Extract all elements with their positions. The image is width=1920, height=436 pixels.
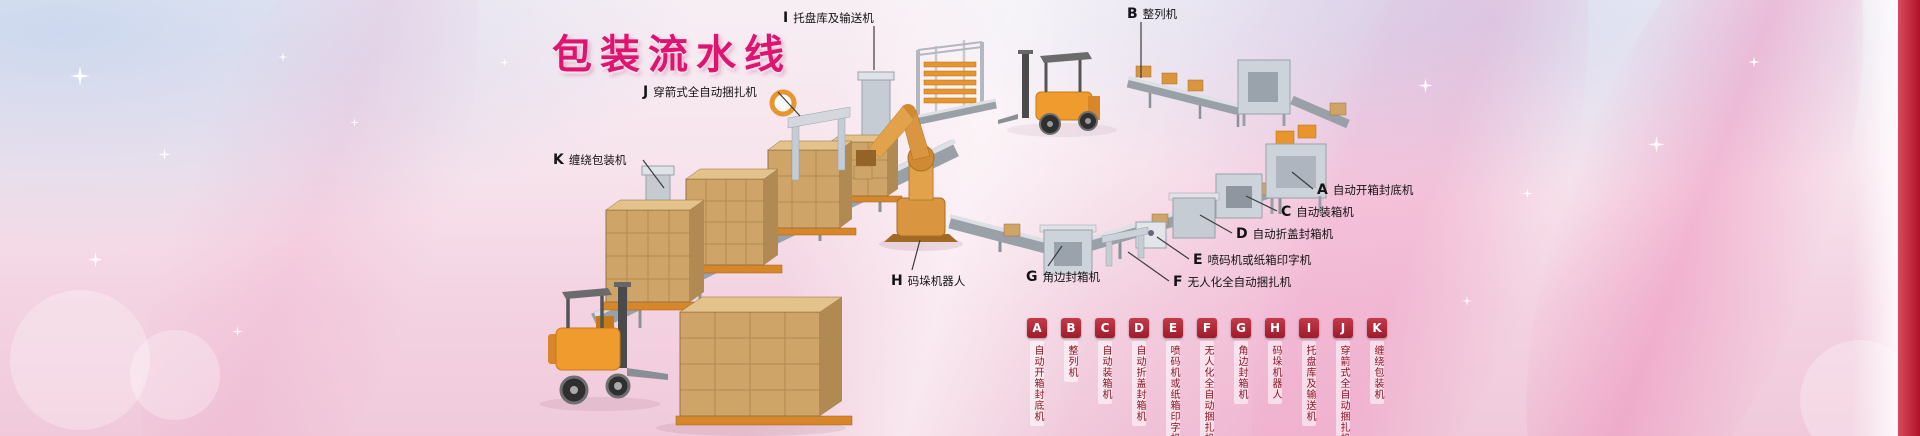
legend-item-g: G 角边封箱机 — [1231, 318, 1251, 436]
legend-badge: E — [1163, 318, 1183, 338]
sparkle-icon — [1462, 296, 1472, 306]
legend-label: 自动折盖封箱机 — [1132, 341, 1146, 426]
callout-letter: E — [1193, 252, 1203, 268]
callout-case-erector: A 自动开箱封底机 — [1317, 182, 1413, 198]
legend-item-a: A 自动开箱封底机 — [1027, 318, 1047, 436]
legend-badge: B — [1061, 318, 1081, 338]
auto-strapping-machine — [1101, 226, 1149, 267]
page-title: 包装流水线 — [552, 32, 792, 78]
legend-label: 穿箭式全自动捆扎机 — [1336, 341, 1350, 436]
legend-badge: J — [1333, 318, 1353, 338]
callout-letter: C — [1281, 204, 1292, 220]
legend-item-j: J 穿箭式全自动捆扎机 — [1333, 318, 1353, 436]
pallet-stack — [763, 140, 857, 236]
legend-label: 自动开箱封底机 — [1030, 341, 1044, 426]
callout-text: 托盘库及输送机 — [793, 11, 874, 25]
callout-letter: D — [1236, 226, 1248, 242]
callout-text: 自动开箱封底机 — [1332, 183, 1414, 197]
legend-label: 码垛机器人 — [1268, 341, 1282, 404]
legend-badge: F — [1197, 318, 1217, 338]
legend-label: 角边封箱机 — [1234, 341, 1248, 404]
legend-badge: A — [1027, 318, 1047, 338]
legend-label: 喷码机或纸箱印字机 — [1166, 341, 1180, 436]
strapping-arch-machine — [769, 89, 851, 181]
callout-edge-sealer: G 角边封箱机 — [1026, 269, 1100, 285]
finished-pallet-load — [675, 296, 853, 426]
callout-arrow-strapping-machine: J 穿箭式全自动捆扎机 — [643, 84, 757, 100]
legend-badge: K — [1367, 318, 1387, 338]
bokeh-circle — [130, 330, 220, 420]
legend-item-i: I 托盘库及输送机 — [1299, 318, 1319, 436]
callout-letter: I — [783, 10, 789, 26]
callout-letter: K — [553, 152, 564, 168]
callout-auto-strapping-machine: F 无人化全自动捆扎机 — [1173, 274, 1291, 290]
legend-label: 整列机 — [1064, 341, 1078, 382]
callout-case-sealer: D 自动折盖封箱机 — [1236, 226, 1333, 242]
legend-badge: I — [1299, 318, 1319, 338]
legend-item-e: E 喷码机或纸箱印字机 — [1163, 318, 1183, 436]
callout-inkjet-printer: E 喷码机或纸箱印字机 — [1193, 252, 1311, 268]
callout-text: 码垛机器人 — [907, 274, 966, 288]
red-edge-stripe — [1898, 0, 1920, 436]
case-sealer-machine — [1168, 192, 1220, 239]
legend-item-d: D 自动折盖封箱机 — [1129, 318, 1149, 436]
sparkle-icon — [232, 326, 243, 337]
callout-palletizing-robot: H 码垛机器人 — [891, 273, 965, 289]
callout-letter: H — [891, 273, 903, 289]
case-packer-machine — [1215, 173, 1263, 219]
callout-wrapping-machine: K 缠绕包装机 — [553, 152, 626, 168]
case-erector-machine — [1265, 124, 1327, 214]
callout-case-packer: C 自动装箱机 — [1281, 204, 1354, 220]
legend-label: 托盘库及输送机 — [1302, 341, 1316, 426]
callout-text: 自动装箱机 — [1296, 205, 1354, 219]
pallet-warehouse — [909, 40, 997, 127]
forklift — [548, 282, 668, 405]
callout-text: 喷码机或纸箱印字机 — [1207, 253, 1312, 267]
legend-label: 无人化全自动捆扎机 — [1200, 341, 1214, 436]
legend-badge: C — [1095, 318, 1115, 338]
inkjet-printer-machine — [1135, 221, 1167, 249]
callout-letter: A — [1317, 182, 1328, 198]
legend-badge: D — [1129, 318, 1149, 338]
callout-letter: G — [1026, 269, 1038, 285]
callout-arranging-machine: B 整列机 — [1127, 6, 1177, 22]
callout-text: 缠绕包装机 — [568, 153, 627, 167]
legend-label: 缠绕包装机 — [1370, 341, 1384, 404]
callout-letter: B — [1127, 6, 1138, 22]
strap-coil — [769, 89, 797, 117]
legend-item-c: C 自动装箱机 — [1095, 318, 1115, 436]
legend: A 自动开箱封底机 B 整列机 C 自动装箱机 D 自动折盖封箱机 E 喷码机或… — [1027, 318, 1387, 436]
bokeh-circle — [10, 290, 150, 430]
callout-text: 自动折盖封箱机 — [1252, 227, 1334, 241]
legend-item-b: B 整列机 — [1061, 318, 1081, 436]
sparkle-icon — [1522, 188, 1533, 199]
callout-text: 穿箭式全自动捆扎机 — [653, 85, 757, 99]
sparkle-icon — [500, 58, 509, 67]
arranging-line — [1126, 59, 1350, 129]
callout-letter: F — [1173, 274, 1183, 290]
pallet-stack — [601, 199, 709, 311]
sparkle-icon — [278, 52, 288, 62]
callout-text: 角边封箱机 — [1042, 270, 1101, 284]
sparkle-icon — [350, 118, 359, 127]
robot-gripper — [856, 150, 876, 166]
forklift — [998, 50, 1100, 135]
edge-highlight — [1852, 0, 1898, 436]
legend-item-h: H 码垛机器人 — [1265, 318, 1285, 436]
legend-label: 自动装箱机 — [1098, 341, 1112, 404]
shadow — [1007, 123, 1117, 137]
callout-text: 整列机 — [1142, 7, 1178, 21]
palletizing-robot — [853, 104, 958, 242]
callout-letter: J — [643, 84, 649, 100]
edge-sealer-machine — [1039, 224, 1097, 275]
callout-pallet-warehouse: I 托盘库及输送机 — [783, 10, 874, 26]
shadow — [540, 397, 660, 411]
legend-item-k: K 缠绕包装机 — [1367, 318, 1387, 436]
leader-lines — [642, 22, 1314, 282]
legend-badge: G — [1231, 318, 1251, 338]
callout-text: 无人化全自动捆扎机 — [1187, 275, 1292, 289]
legend-item-f: F 无人化全自动捆扎机 — [1197, 318, 1217, 436]
legend-badge: H — [1265, 318, 1285, 338]
